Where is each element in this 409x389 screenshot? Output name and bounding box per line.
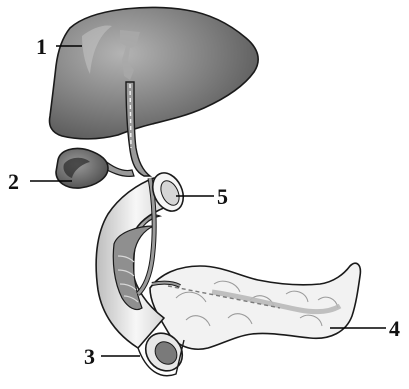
- label-4: 4: [389, 316, 400, 341]
- label-1: 1: [36, 34, 47, 59]
- pancreas: [150, 263, 360, 349]
- gallbladder: [56, 148, 108, 188]
- liver: [50, 7, 259, 138]
- label-2: 2: [8, 169, 19, 194]
- label-5: 5: [217, 184, 228, 209]
- label-3: 3: [84, 344, 95, 369]
